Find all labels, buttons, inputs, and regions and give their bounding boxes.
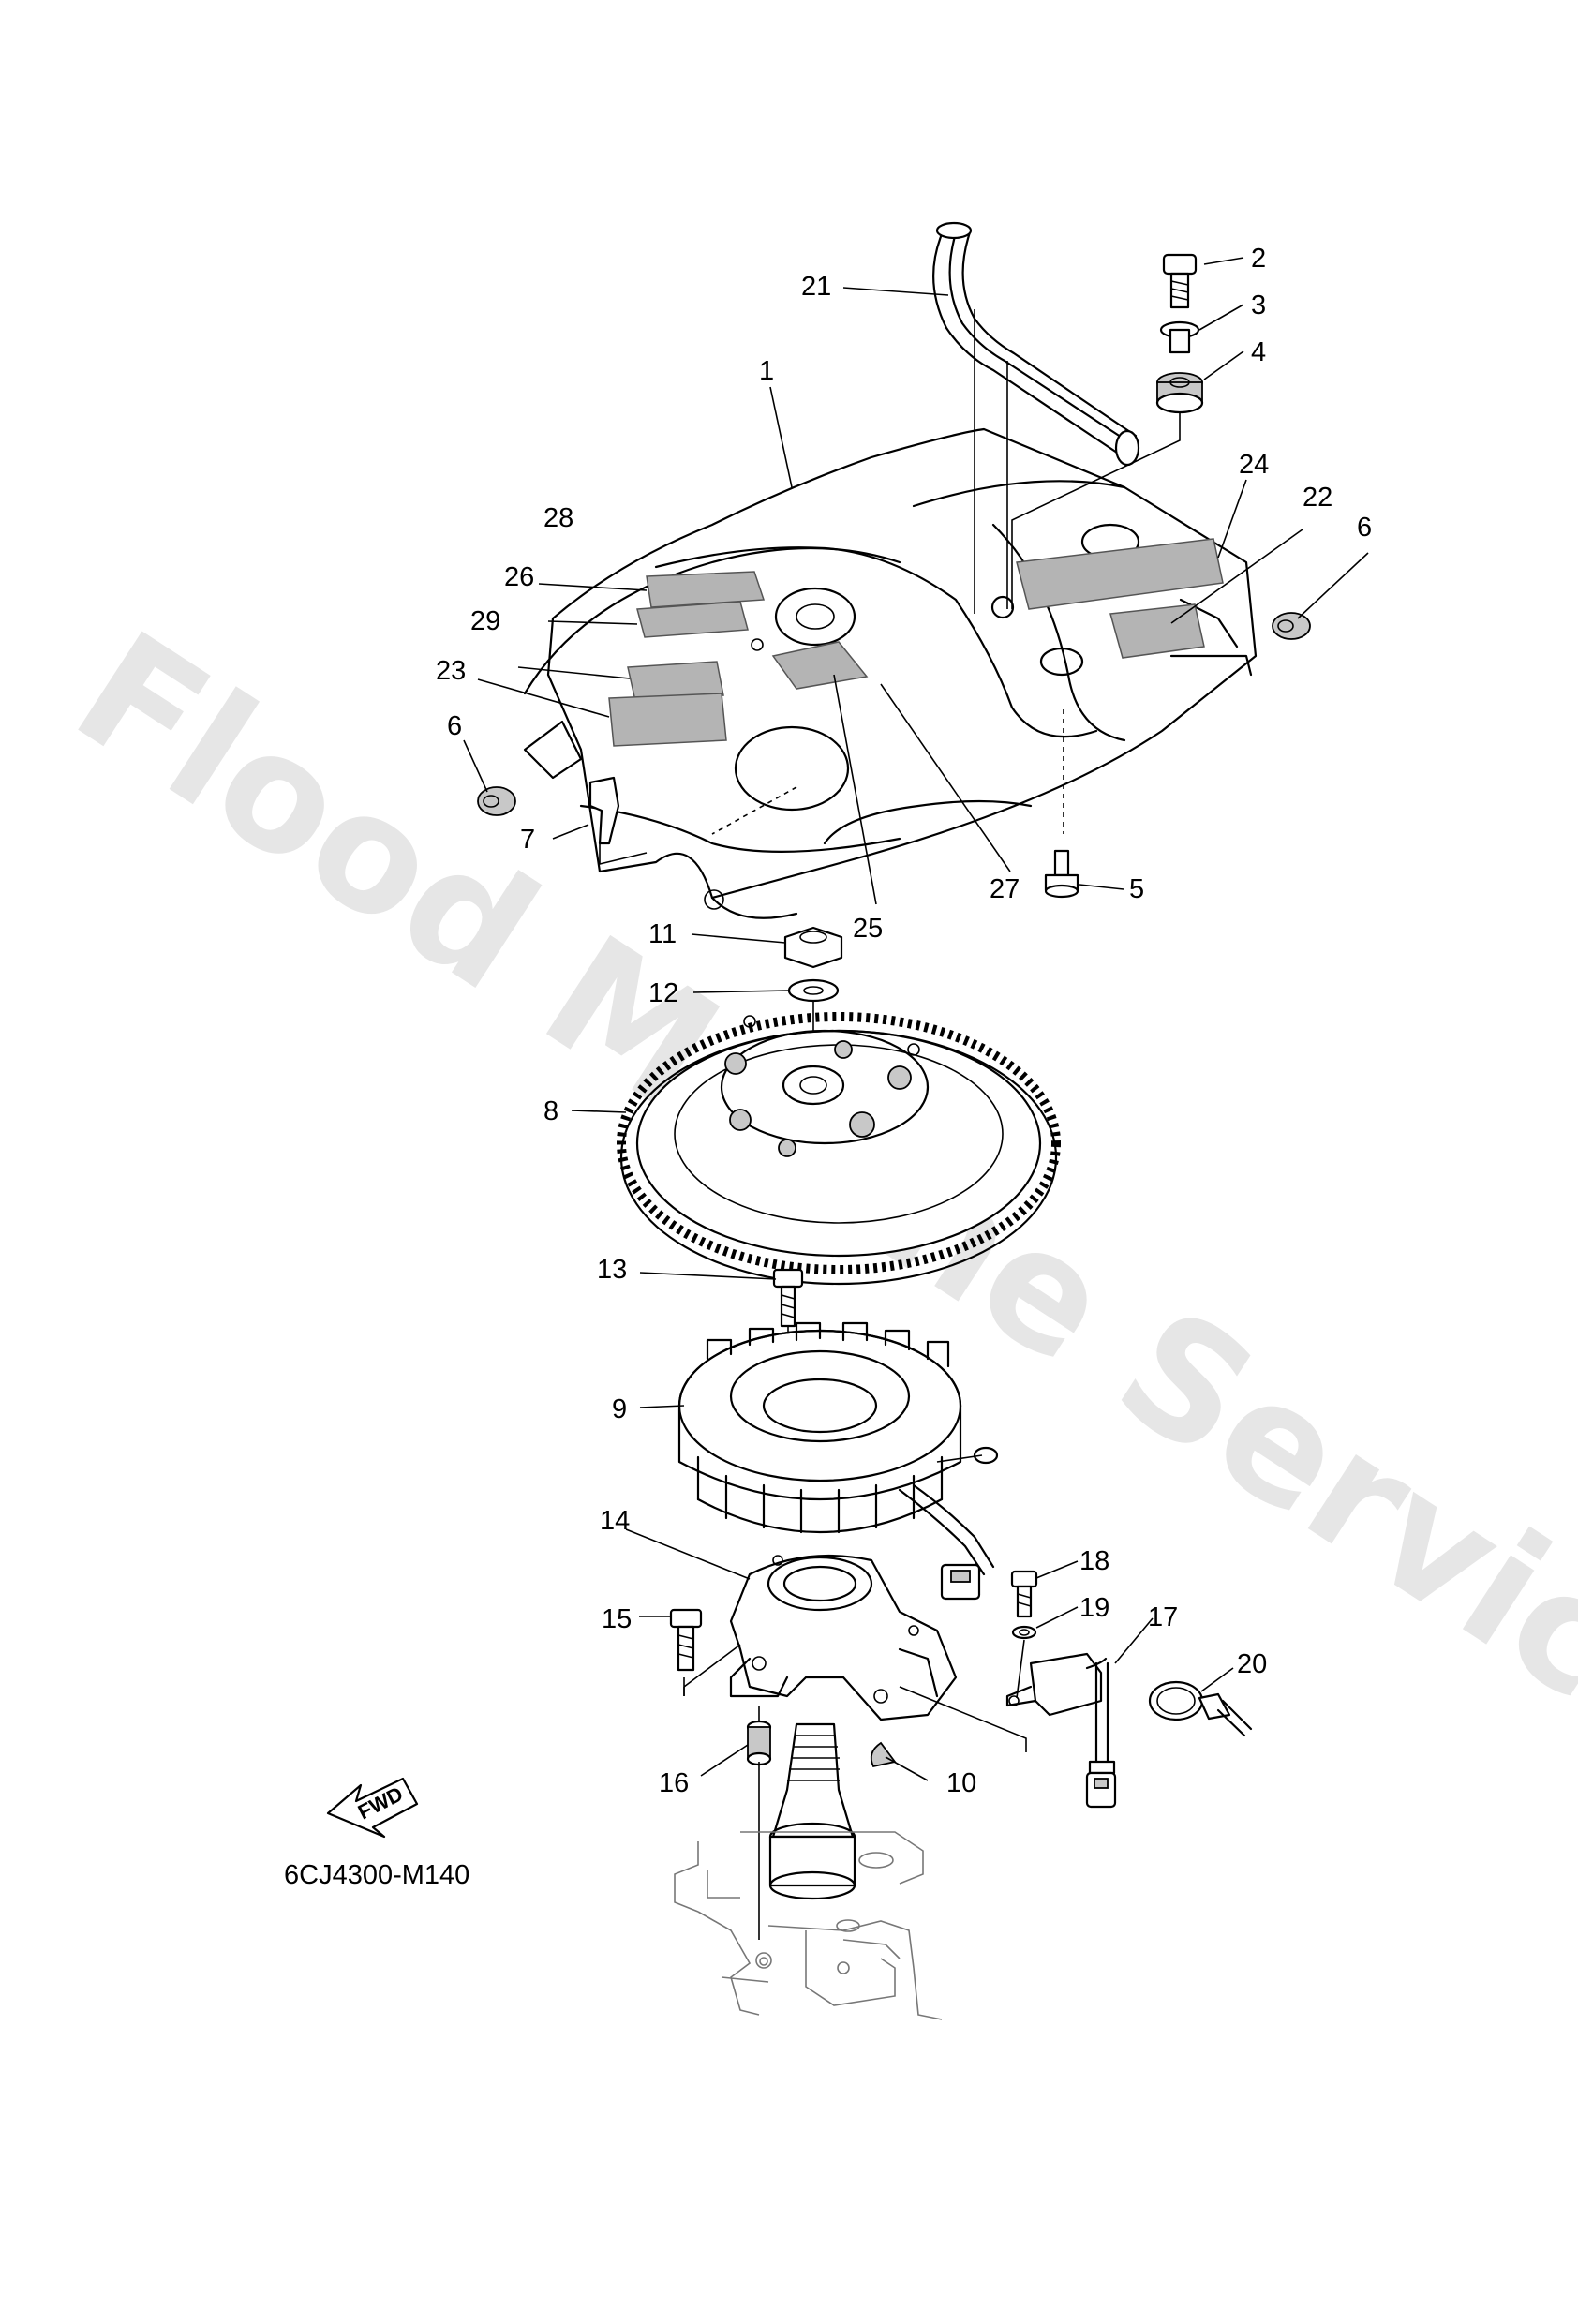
cable-clamp-20 <box>1148 1680 1253 1737</box>
decal-23 <box>608 693 727 747</box>
decal-24 <box>1016 538 1224 610</box>
callout-leaders <box>463 257 1369 1781</box>
callout-27: 27 <box>990 874 1020 904</box>
callout-17: 17 <box>1148 1602 1178 1632</box>
callout-23: 23 <box>436 656 466 686</box>
callout-11: 11 <box>648 919 677 949</box>
callout-numbers: 1 2 3 4 5 6 6 7 8 9 10 11 12 13 14 15 16… <box>436 244 1372 1798</box>
decal-29 <box>627 661 724 702</box>
pulser-coil-17 <box>1005 1652 1117 1809</box>
callout-12: 12 <box>648 978 678 1008</box>
callout-25: 25 <box>853 914 883 944</box>
callout-24: 24 <box>1239 450 1269 480</box>
bolt-13 <box>772 1268 804 1328</box>
callout-13: 13 <box>597 1255 627 1285</box>
woodruff-key-10 <box>870 1741 897 1768</box>
washer-19 <box>1011 1625 1037 1640</box>
decal-27 <box>771 641 869 690</box>
washer-12 <box>787 978 840 1003</box>
nut-11 <box>783 926 843 969</box>
hose <box>932 221 1140 614</box>
callout-15: 15 <box>602 1604 632 1634</box>
callout-1: 1 <box>759 356 774 386</box>
callout-14: 14 <box>600 1506 630 1536</box>
callout-3: 3 <box>1251 290 1266 320</box>
callout-6-left: 6 <box>447 711 462 741</box>
screw-5 <box>1044 849 1079 899</box>
grommet-6-left <box>477 786 516 816</box>
callout-16: 16 <box>659 1768 689 1798</box>
fwd-arrow-icon: FWD <box>326 1777 419 1839</box>
callout-8: 8 <box>543 1096 558 1126</box>
flywheel-8 <box>617 1012 1061 1286</box>
flywheel-cover <box>523 427 1258 919</box>
callout-7: 7 <box>520 825 535 855</box>
stator-base-14 <box>683 1554 1027 1752</box>
callout-19: 19 <box>1079 1593 1109 1623</box>
callout-18: 18 <box>1079 1546 1109 1576</box>
grommet-4 <box>1155 372 1204 414</box>
clip-7 <box>588 776 648 866</box>
bolt-18 <box>1010 1570 1038 1618</box>
grommet-6-right <box>1272 612 1311 640</box>
callout-20: 20 <box>1237 1649 1267 1679</box>
callout-2: 2 <box>1251 244 1266 274</box>
callout-22: 22 <box>1303 483 1332 513</box>
callout-26: 26 <box>504 562 534 592</box>
callout-21: 21 <box>801 272 831 302</box>
callout-29: 29 <box>470 606 500 636</box>
decal-28 <box>646 571 766 608</box>
callout-5: 5 <box>1129 874 1144 904</box>
callout-10: 10 <box>946 1768 976 1798</box>
callout-6-right: 6 <box>1357 513 1372 543</box>
collar-3 <box>1159 320 1200 354</box>
decal-26 <box>636 601 749 638</box>
crankshaft <box>768 1722 856 1900</box>
callout-9: 9 <box>612 1394 627 1424</box>
callout-4: 4 <box>1251 337 1266 367</box>
bolt-15 <box>669 1608 703 1672</box>
diagram-code: 6CJ4300-M140 <box>284 1860 469 1890</box>
decal-22 <box>1109 603 1205 659</box>
callout-28: 28 <box>543 503 573 533</box>
engine-block <box>674 1831 943 2020</box>
bolt-2 <box>1162 253 1198 309</box>
collar-16 <box>746 1720 772 1766</box>
